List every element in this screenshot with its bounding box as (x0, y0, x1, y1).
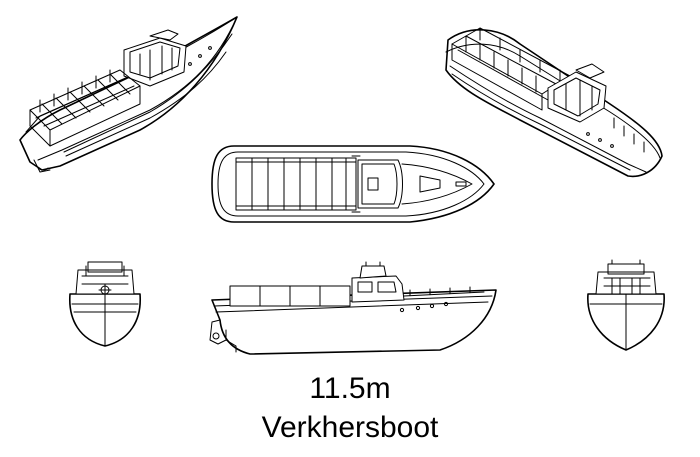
boat-length-label: 11.5m (309, 372, 391, 405)
boat-bow-view (587, 259, 665, 351)
boat-side-view (209, 261, 497, 355)
boat-perspective-view-left (19, 16, 238, 173)
boat-perspective-view-right (445, 27, 663, 178)
boat-stern-view (69, 261, 141, 347)
boat-plan-view (211, 145, 495, 223)
boat-type-label: Verkhersboot (261, 411, 439, 444)
